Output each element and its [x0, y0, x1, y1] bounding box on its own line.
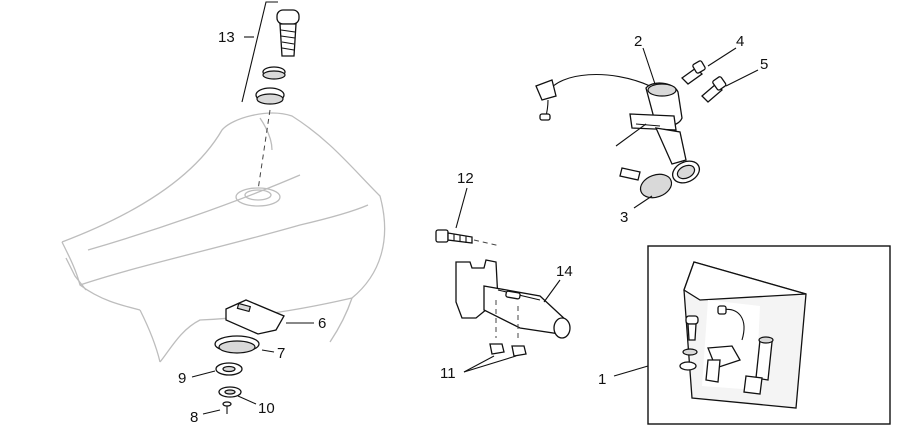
callout-12: 12 [457, 170, 474, 187]
screw-part-8 [222, 401, 232, 414]
nut-part-11b [511, 345, 527, 357]
leader-10 [237, 395, 257, 405]
callout-10: 10 [258, 400, 275, 417]
keys-part-3 [619, 160, 701, 199]
latch-part-6 [225, 299, 285, 335]
leader-12 [455, 187, 468, 229]
leader-5 [725, 69, 759, 87]
callout-8: 8 [190, 409, 198, 426]
leader-2 [642, 47, 656, 85]
callout-3: 3 [620, 209, 628, 226]
leader-11b [463, 355, 517, 373]
leader-11a [463, 355, 495, 373]
callout-2: 2 [634, 33, 642, 50]
callout-5: 5 [760, 56, 768, 73]
callout-9: 9 [178, 370, 186, 387]
callout-1: 1 [598, 371, 606, 388]
screw-part-5 [701, 76, 727, 103]
leader-3 [633, 195, 653, 209]
leader-4 [707, 47, 737, 67]
washer-part-9 [215, 362, 243, 376]
callout-7: 7 [277, 345, 285, 362]
callout-11: 11 [440, 365, 456, 382]
leader-14 [543, 279, 561, 303]
callout-14: 14 [556, 263, 573, 280]
bolt-part-13 [255, 9, 300, 105]
ignition-lock-part-2 [535, 73, 687, 165]
kit-box-frame [647, 245, 891, 425]
callout-13: 13 [218, 29, 235, 46]
leader-8 [202, 409, 221, 415]
callout-6: 6 [318, 315, 326, 332]
nut-part-11a [489, 343, 505, 355]
callout-4: 4 [736, 33, 744, 50]
kit-package-part-1 [679, 261, 807, 409]
seat-fairing [61, 112, 386, 363]
leader-9 [191, 370, 216, 378]
screw-part-4 [680, 60, 706, 85]
bracket-13 [241, 1, 278, 103]
washer-part-10 [218, 386, 242, 398]
bolt-part-12 [435, 229, 473, 244]
leader-7 [261, 349, 275, 353]
assembly-axis-12 [473, 239, 501, 247]
assembly-axis-13 [257, 109, 271, 191]
bracket-part-14 [455, 259, 571, 339]
leader-1 [613, 365, 649, 377]
ring-part-7 [214, 335, 260, 354]
